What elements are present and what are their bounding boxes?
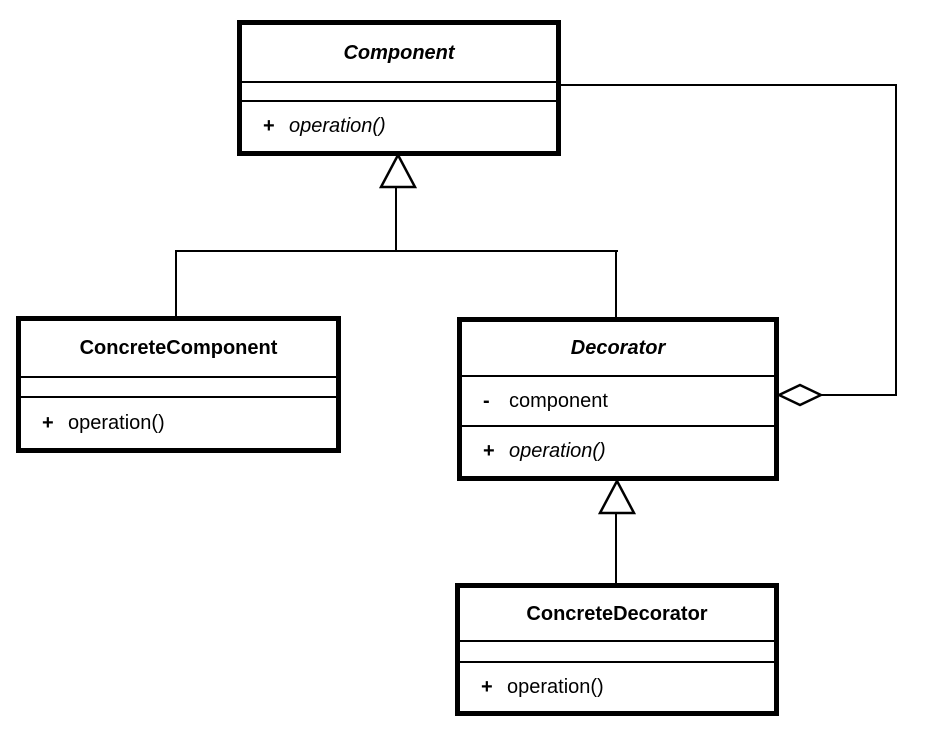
generalization-line-stem	[395, 186, 397, 252]
generalization-triangle-icon	[597, 478, 637, 515]
aggregation-line-bottom	[820, 394, 897, 396]
operation-name: operation()	[68, 411, 165, 434]
operation-name: operation()	[509, 440, 606, 462]
operation-row: + operation()	[462, 440, 774, 463]
attribute-row: - component	[462, 390, 774, 413]
class-title: ConcreteComponent	[21, 321, 336, 378]
aggregation-line-right	[895, 84, 897, 396]
class-title: Component	[242, 25, 556, 83]
operation-row: + operation()	[460, 676, 774, 699]
attributes-compartment: - component	[462, 377, 774, 427]
generalization-line-decorator	[615, 250, 617, 318]
generalization-line-concrete-decorator	[615, 512, 617, 584]
generalization-triangle-icon	[378, 152, 418, 189]
visibility-sign: -	[483, 389, 490, 412]
operation-row: + operation()	[21, 412, 336, 435]
operations-compartment: + operation()	[21, 398, 336, 448]
visibility-sign: +	[481, 675, 493, 698]
visibility-sign: +	[483, 440, 495, 462]
attribute-name: component	[509, 389, 608, 412]
operations-compartment: + operation()	[242, 102, 556, 151]
generalization-line-concrete-component	[175, 250, 177, 317]
operations-compartment: + operation()	[462, 427, 774, 476]
operation-name: operation()	[289, 115, 386, 137]
operation-name: operation()	[507, 675, 604, 698]
class-node-concrete-decorator: ConcreteDecorator + operation()	[455, 583, 779, 716]
aggregation-diamond-icon	[776, 383, 824, 407]
class-title: ConcreteDecorator	[460, 588, 774, 642]
class-node-decorator: Decorator - component + operation()	[457, 317, 779, 481]
operations-compartment: + operation()	[460, 663, 774, 711]
class-node-component: Component + operation()	[237, 20, 561, 156]
aggregation-line-top	[559, 84, 897, 86]
visibility-sign: +	[263, 115, 275, 137]
class-node-concrete-component: ConcreteComponent + operation()	[16, 316, 341, 453]
attributes-compartment	[242, 83, 556, 102]
class-title: Decorator	[462, 322, 774, 377]
attributes-compartment	[21, 378, 336, 398]
attributes-compartment	[460, 642, 774, 663]
visibility-sign: +	[42, 411, 54, 434]
operation-row: + operation()	[242, 115, 556, 138]
generalization-line-branch	[175, 250, 618, 252]
